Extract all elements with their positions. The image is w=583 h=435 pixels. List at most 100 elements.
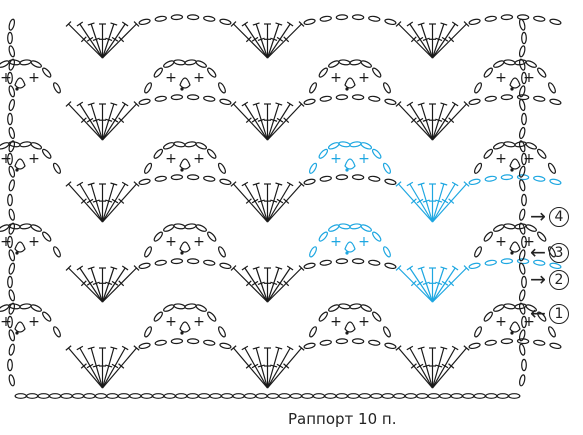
chain-stitch-30 [359,394,370,399]
single-crochet-521: + [28,70,40,86]
double-crochet-101 [410,348,433,388]
stitch-crossbar-462 [252,118,258,122]
chain-stitch-539 [339,59,351,65]
double-crochet-305 [80,184,103,222]
chain-stitch-285 [382,246,391,258]
chain-stitch-419 [473,162,483,174]
chain-stitch-323 [139,178,151,185]
picot-dot-160 [345,331,348,334]
stitch-top-bar-475 [287,102,293,106]
single-crochet-145: + [165,314,177,330]
stitch-top-bar-190 [122,266,128,270]
chain-stitch-639 [533,16,545,22]
stitch-top-bar-319 [122,182,128,186]
stitch-top-bar-502 [452,102,458,106]
single-crochet-404: + [193,151,205,167]
row-1-number: 1 [549,304,569,324]
chain-stitch-638 [517,15,528,20]
chain-stitch-161 [473,326,482,338]
double-crochet-203 [245,268,268,302]
chain-stitch-671 [8,166,15,178]
chain-stitch-525 [153,67,164,78]
chain-stitch-540 [350,59,362,65]
chain-stitch-0 [15,394,26,399]
single-crochet-287: + [358,234,370,250]
chain-stitch-291 [483,231,494,242]
chain-stitch-144 [217,326,226,338]
picot-dot-547 [345,87,348,90]
chain-stitch-12 [153,394,164,399]
chain-stitch-156 [382,326,391,338]
chain-stitch-39 [463,394,474,399]
chain-stitch-168 [547,326,556,338]
chain-stitch-271 [195,224,207,233]
chain-stitch-261 [52,246,61,258]
chain-stitch-34 [405,394,416,399]
chain-stitch-378 [485,176,497,182]
chain-stitch-609 [320,16,332,22]
chain-stitch-674 [518,166,525,178]
chain-stitch-18 [221,394,232,399]
chain-stitch-526 [163,60,175,69]
row-4-arrow: → [530,206,546,228]
chain-stitch-455 [187,95,198,100]
chain-stitch-426 [547,162,557,174]
chain-stitch-40 [474,394,485,399]
chain-stitch-36 [428,394,439,399]
chain-stitch-350 [304,178,316,185]
chain-stitch-659 [8,249,15,261]
stitch-crossbar-189 [112,281,118,285]
chain-stitch-119 [469,342,481,349]
picot-stitch-300 [510,242,520,252]
single-crochet-146: + [193,314,205,330]
chain-stitch-22 [267,394,278,399]
chain-stitch-256 [0,224,10,233]
chain-stitch-124 [549,342,561,349]
chain-stitch-508 [501,95,512,100]
chain-stitch-388 [30,141,42,150]
stitch-top-bar-334 [242,182,248,186]
chain-stitch-325 [171,175,182,180]
chain-stitch-643 [8,344,15,356]
chain-stitch-610 [336,15,347,20]
chain-stitch-164 [504,303,516,309]
chain-stitch-387 [20,141,32,147]
double-crochet-317 [103,184,126,222]
chain-stitch-511 [549,98,561,105]
chain-stitch-32 [382,394,393,399]
picot-dot-418 [345,168,348,171]
chain-stitch-150 [318,311,329,322]
chain-stitch-635 [469,18,481,25]
chain-stitch-398 [174,141,186,147]
chain-stitch-642 [8,359,13,370]
chain-stitch-27 [325,394,336,399]
chain-stitch-226 [384,262,396,269]
single-crochet-556: + [495,70,507,86]
chain-stitch-519 [52,82,61,94]
chain-stitch-66 [155,340,167,346]
chain-stitch-197 [187,259,198,264]
picot-dot-301 [510,251,513,254]
double-crochet-629 [433,24,456,58]
chain-stitch-581 [139,18,151,25]
chain-stitch-13 [164,394,175,399]
chain-stitch-586 [219,18,231,25]
chain-stitch-665 [8,209,15,221]
stitch-crossbar-489 [417,118,423,122]
chain-stitch-121 [501,339,512,344]
chain-stitch-483 [368,96,380,102]
stitch-top-bar-361 [407,182,413,186]
chain-stitch-221 [304,262,316,269]
chain-stitch-656 [519,289,526,301]
single-crochet-545: + [358,70,370,86]
stitch-crossbar-576 [112,37,118,41]
double-crochet-359 [410,184,433,222]
chain-stitch-123 [533,340,545,346]
chain-stitch-457 [219,98,231,105]
chain-stitch-682 [519,99,526,111]
chain-stitch-553 [525,60,537,69]
chain-stitch-425 [536,148,547,159]
chain-stitch-657 [522,276,527,287]
chain-stitch-8 [107,394,118,399]
stitch-top-bar-592 [242,22,248,26]
